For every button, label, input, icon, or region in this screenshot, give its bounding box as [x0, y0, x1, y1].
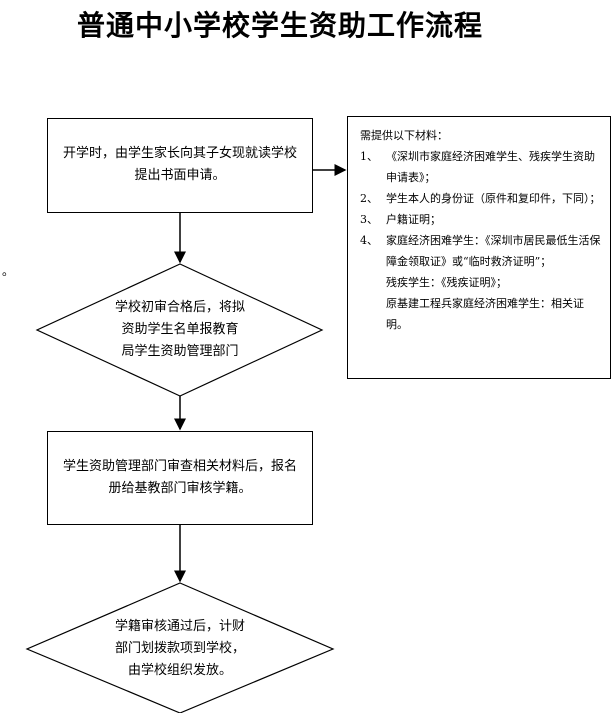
materials-extra-line: 原基建工程兵家庭经济困难学生：相关证明。: [386, 297, 584, 331]
materials-item-number: 1、: [360, 150, 378, 163]
materials-heading: 需提供以下材料：: [360, 129, 448, 142]
step4-line: 由学校组织发放。: [127, 663, 232, 678]
materials-box: 需提供以下材料： 1、 《深圳市家庭经济困难学生、残疾学生资助申请表》； 2、 …: [347, 116, 611, 379]
materials-item-number: 4、: [360, 234, 378, 247]
step4-diamond: [25, 582, 335, 713]
materials-item-text: 家庭经济困难学生：《深圳市居民最低生活保障金领取证》或“临时救济证明”；: [386, 234, 601, 268]
step4-line: 部门划拨款项到学校，: [114, 641, 245, 656]
step4-text: 学籍审核通过后，计财 部门划拨款项到学校， 由学校组织发放。: [95, 616, 265, 682]
materials-extra-line: 残疾学生：《残疾证明》；: [386, 276, 507, 289]
stray-mark: 。: [2, 264, 15, 278]
materials-item-text: 学生本人的身份证（原件和复印件，下同）；: [386, 192, 601, 205]
materials-item-text: 《深圳市家庭经济困难学生、残疾学生资助申请表》；: [386, 150, 595, 184]
step1-box: [47, 118, 313, 213]
materials-item: 3、 户籍证明；: [360, 209, 602, 230]
step2-line: 学校初审合格后，将拟: [114, 300, 245, 315]
page-title: 普通中小学校学生资助工作流程: [76, 9, 483, 42]
step4-line: 学籍审核通过后，计财: [114, 619, 245, 634]
step3-text: 学生资助管理部门审查相关材料后，报名册给基教部门审核学籍。: [62, 459, 297, 496]
materials-item-number: 2、: [360, 192, 378, 205]
materials-item-number: 3、: [360, 213, 378, 226]
materials-item: 2、 学生本人的身份证（原件和复印件，下同）；: [360, 188, 602, 209]
materials-item: 4、 家庭经济困难学生：《深圳市居民最低生活保障金领取证》或“临时救济证明”；: [360, 230, 602, 272]
step2-line: 资助学生名单报教育: [121, 322, 239, 337]
step2-line: 局学生资助管理部门: [121, 344, 239, 359]
step2-text: 学校初审合格后，将拟 资助学生名单报教育 局学生资助管理部门: [95, 297, 265, 363]
step3-box: [47, 431, 313, 525]
materials-item: 1、 《深圳市家庭经济困难学生、残疾学生资助申请表》；: [360, 146, 602, 188]
step1-text: 开学时，由学生家长向其子女现就读学校提出书面申请。: [62, 146, 297, 183]
materials-item-text: 户籍证明；: [386, 213, 441, 226]
